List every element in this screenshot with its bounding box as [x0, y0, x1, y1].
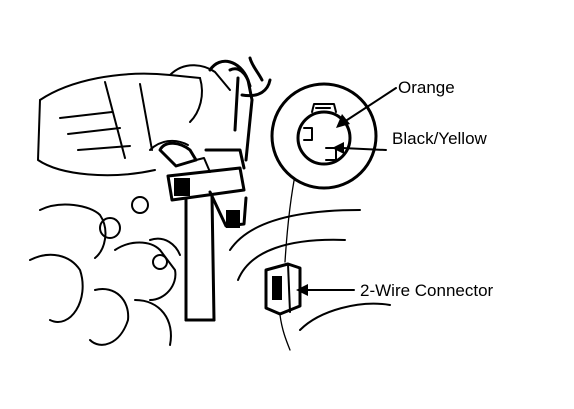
label-orange: Orange [398, 78, 455, 97]
arrow-black-yellow [332, 142, 387, 154]
connector-wire [279, 169, 297, 351]
hose-tubes [208, 56, 272, 162]
lower-engine-parts [29, 196, 181, 346]
sensor-body [158, 141, 248, 228]
plug-detail-circle [270, 82, 378, 190]
label-two-wire-connector: 2-Wire Connector [360, 281, 494, 300]
two-wire-connector [264, 262, 302, 316]
arrow-orange [336, 87, 397, 128]
engine-right-contour [229, 209, 391, 331]
label-black-yellow: Black/Yellow [392, 129, 488, 148]
arrow-connector [296, 284, 355, 296]
engine-block-outline [37, 64, 231, 177]
mounting-bracket [184, 194, 216, 322]
